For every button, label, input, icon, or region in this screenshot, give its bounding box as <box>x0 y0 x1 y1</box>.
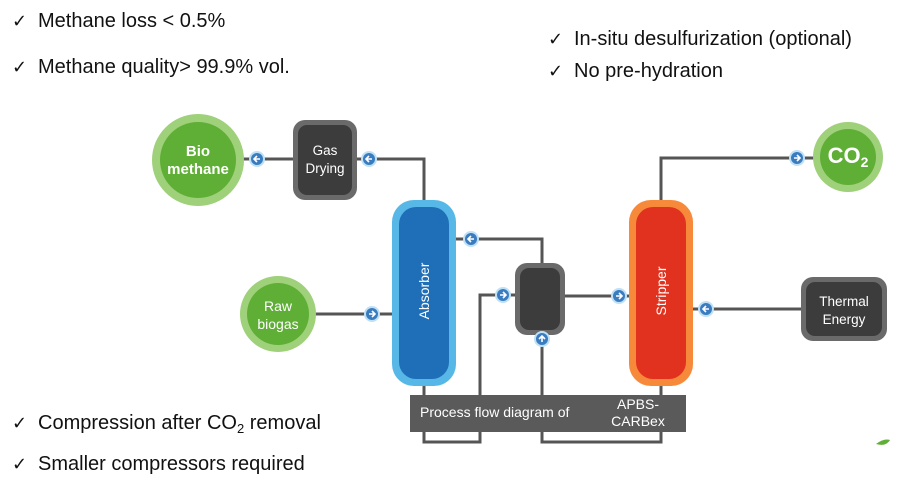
caption-name-line1: APBS- <box>616 396 659 412</box>
biomethane-label-line2: methane <box>167 161 229 178</box>
thermal-energy-label: Thermal Energy <box>806 293 882 329</box>
bullet-text: Smaller compressors required <box>38 453 305 475</box>
caption-bar <box>410 395 686 432</box>
bullet-no-prehydration: ✓ No pre-hydration <box>548 59 723 84</box>
bullet-text: In-situ desulfurization (optional) <box>574 28 852 50</box>
absorber-column <box>399 207 449 379</box>
heat-exchanger <box>520 268 560 330</box>
arrow-badges <box>249 150 805 347</box>
bullet-compression: ✓ Compression after CO2 removal <box>12 411 321 441</box>
bullet-methane-quality: ✓ Methane quality> 99.9% vol. <box>12 55 290 80</box>
co2-label: CO2 <box>820 143 876 175</box>
gas-drying-label-line1: Gas <box>312 143 338 158</box>
arrow-left-icon <box>698 301 714 317</box>
raw-biogas-circle <box>247 283 309 345</box>
raw-biogas-label-line2: biogas <box>257 316 299 332</box>
caption-name: APBS- CARBex <box>600 396 676 430</box>
arrow-right-icon <box>789 150 805 166</box>
bullet-methane-loss: ✓ Methane loss < 0.5% <box>12 9 225 34</box>
biomethane-label: Bio methane <box>160 143 236 179</box>
thermal-energy-label-line2: Energy <box>822 312 866 327</box>
raw-biogas-label-line1: Raw <box>263 298 292 314</box>
arrow-left-icon <box>463 231 479 247</box>
bullet-text: Compression after CO <box>38 412 237 434</box>
biomethane-label-line1: Bio <box>185 143 211 160</box>
bullet-desulfurization: ✓ In-situ desulfurization (optional) <box>548 27 852 52</box>
absorber-label: Absorber <box>416 262 432 320</box>
arrow-right-icon <box>611 288 627 304</box>
bullet-smaller-compressors: ✓ Smaller compressors required <box>12 452 305 477</box>
gas-drying-box <box>298 125 352 195</box>
checkmark-icon: ✓ <box>12 57 28 78</box>
arrow-up-icon <box>534 331 550 347</box>
bullet-subscript: 2 <box>236 421 245 436</box>
bullet-text: Methane quality> 99.9% vol. <box>38 56 290 78</box>
gas-drying-label-line2: Drying <box>305 161 345 176</box>
arrow-left-icon <box>361 151 377 167</box>
checkmark-icon: ✓ <box>548 29 564 50</box>
bullet-text: Methane loss < 0.5% <box>38 10 226 32</box>
biomethane-circle <box>160 122 236 198</box>
stripper-label: Stripper <box>653 266 669 316</box>
checkmark-icon: ✓ <box>12 11 28 32</box>
caption-main: Process flow diagram of <box>420 404 570 420</box>
checkmark-icon: ✓ <box>12 454 28 475</box>
thermal-energy-label-line1: Thermal <box>819 294 869 309</box>
checkmark-icon: ✓ <box>12 413 28 434</box>
gas-drying-label: Gas Drying <box>298 142 352 178</box>
arrow-left-icon <box>249 151 265 167</box>
bullet-text: No pre-hydration <box>574 60 723 82</box>
pipe-exchanger-to-absorber <box>454 237 544 268</box>
pipe-stripper-to-co2 <box>659 156 815 205</box>
checkmark-icon: ✓ <box>548 61 564 82</box>
caption-name-line2: CARBex <box>611 413 665 429</box>
raw-biogas-label: Raw biogas <box>247 297 309 333</box>
co2-label-sub: 2 <box>860 154 869 170</box>
arrow-right-icon <box>495 287 511 303</box>
leaf-icon <box>876 439 890 445</box>
co2-label-main: CO <box>827 143 861 168</box>
co2-circle <box>820 129 876 185</box>
pipe-absorber-to-gas-drying <box>355 157 426 205</box>
arrow-right-icon <box>364 306 380 322</box>
thermal-energy-box <box>806 282 882 336</box>
bullet-text: removal <box>244 412 321 434</box>
stripper-column <box>636 207 686 379</box>
